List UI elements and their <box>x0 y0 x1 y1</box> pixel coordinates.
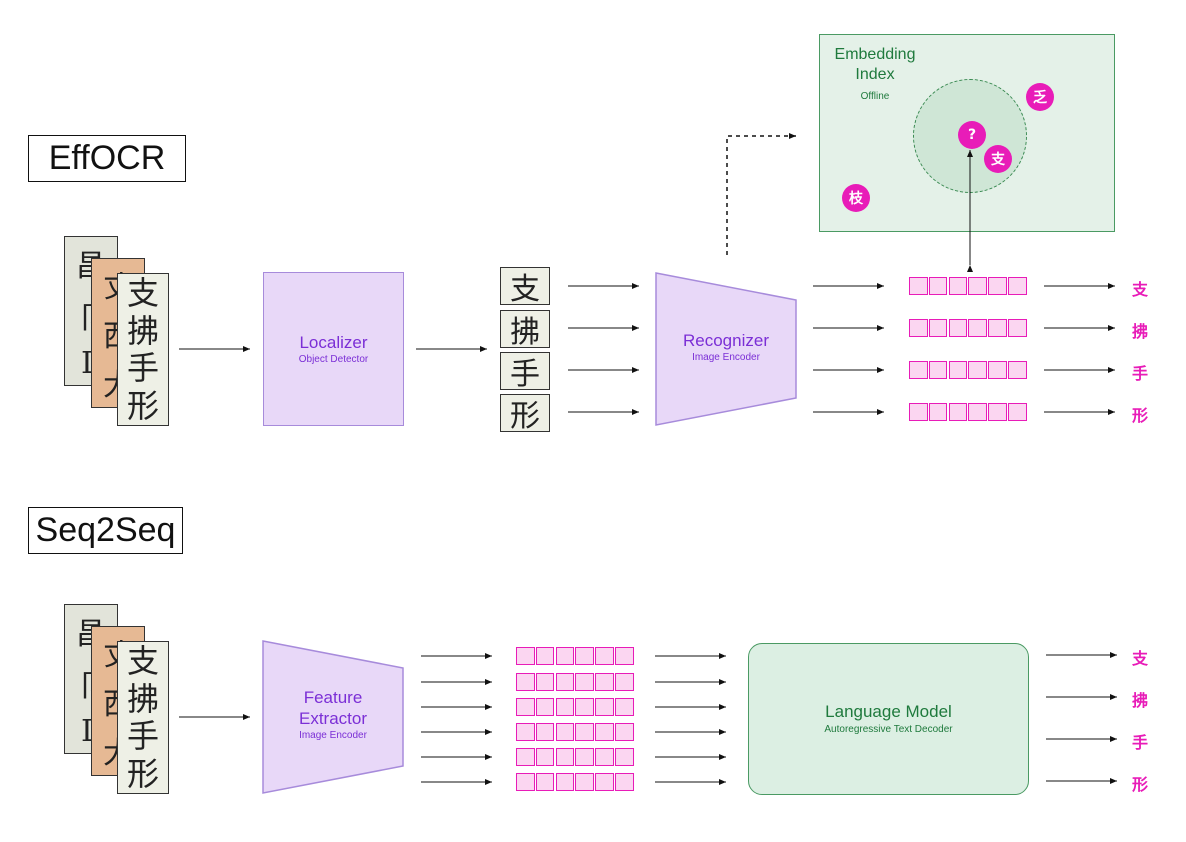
neighbor-point: 枝 <box>842 184 870 212</box>
output-character: 形 <box>1132 775 1149 794</box>
output-character: 拂 <box>1132 691 1149 710</box>
neighbor-point: 支 <box>984 145 1012 173</box>
strip-char: 拂 <box>126 679 159 718</box>
character-crop: 支 <box>500 267 550 307</box>
feature-vector <box>516 773 635 791</box>
output-character: 手 <box>1132 733 1149 752</box>
seq2seq-title: Seq2Seq <box>28 507 183 554</box>
embedding-index-subtitle: Offline <box>860 91 890 102</box>
recognizer-label: Recognizer Image Encoder <box>656 330 796 365</box>
language-model-title: Language Model <box>825 702 952 721</box>
character-crop: 形 <box>500 394 550 434</box>
feature-extractor-title: Extractor <box>298 709 368 728</box>
character-crop: 拂 <box>500 310 550 350</box>
language-model-block: Language Model Autoregressive Text Decod… <box>748 643 1029 795</box>
strip-char: 支 <box>126 641 159 680</box>
strip-char: 拂 <box>126 311 159 350</box>
output-character: 手 <box>1132 364 1149 383</box>
output-character: 支 <box>1132 280 1149 299</box>
feature-extractor-trapezoid <box>262 640 404 794</box>
document-strip-front: 支 拂 手 形 <box>117 273 169 426</box>
feature-vector <box>516 647 635 665</box>
feature-vector <box>516 723 635 741</box>
embedding-index-title-line: Index <box>855 66 895 83</box>
embedding-index-title-line: Embedding <box>834 46 916 63</box>
output-character: 支 <box>1132 649 1149 668</box>
character-crop: 手 <box>500 352 550 392</box>
output-character: 形 <box>1132 406 1149 425</box>
strip-char: 形 <box>126 755 159 794</box>
recognizer-trapezoid <box>655 272 797 426</box>
query-point: ? <box>958 121 986 149</box>
feature-vector <box>516 748 635 766</box>
localizer-subtitle: Object Detector <box>298 353 369 365</box>
output-character: 拂 <box>1132 322 1149 341</box>
strip-char: 手 <box>126 717 159 756</box>
recognizer-subtitle: Image Encoder <box>692 352 760 363</box>
localizer-block: Localizer Object Detector <box>263 272 404 426</box>
strip-char: 支 <box>126 273 159 312</box>
neighbor-point: 乏 <box>1026 83 1054 111</box>
feature-extractor-label: Feature Extractor Image Encoder <box>263 687 403 743</box>
feature-extractor-subtitle: Image Encoder <box>299 730 367 741</box>
recognizer-title: Recognizer <box>683 331 769 350</box>
strip-char: 手 <box>126 349 159 388</box>
language-model-subtitle: Autoregressive Text Decoder <box>824 724 953 735</box>
feature-vector <box>516 673 635 691</box>
feature-vector <box>516 698 635 716</box>
embedding-index-title: Embedding Index <box>830 45 920 85</box>
embedding-vector <box>909 319 1028 337</box>
localizer-title: Localizer <box>299 332 368 352</box>
effocr-title: EffOCR <box>28 135 186 182</box>
feature-extractor-title: Feature <box>303 688 363 707</box>
embedding-vector <box>909 361 1028 379</box>
document-strip-front: 支 拂 手 形 <box>117 641 169 794</box>
strip-char: 形 <box>126 387 159 426</box>
embedding-vector <box>909 403 1028 421</box>
embedding-vector <box>909 277 1028 295</box>
